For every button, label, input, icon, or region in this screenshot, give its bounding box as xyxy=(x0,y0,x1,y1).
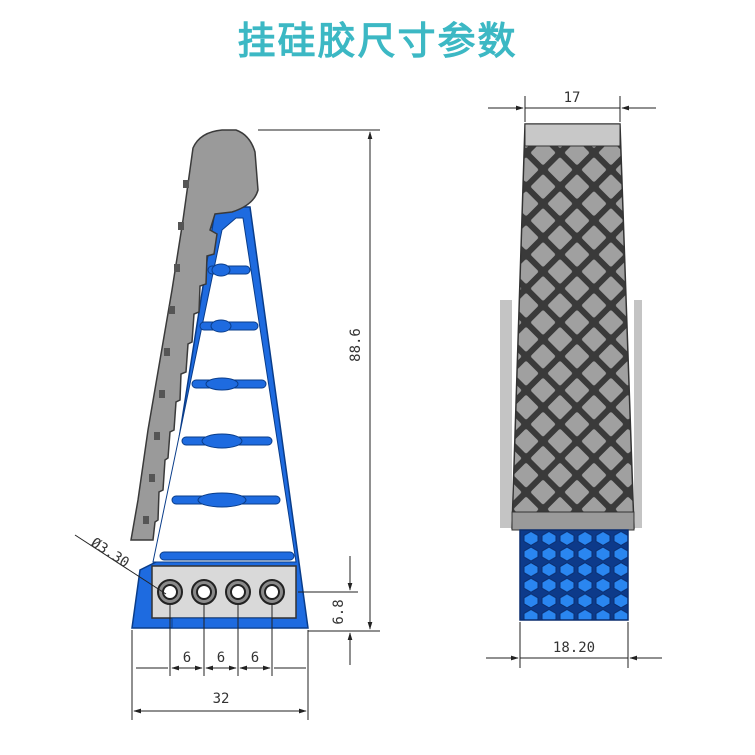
width-dimension xyxy=(131,630,309,720)
hole xyxy=(162,584,178,600)
top-width-dimension xyxy=(488,96,656,122)
hole xyxy=(196,584,212,600)
base-height-label: 6.8 xyxy=(331,599,347,624)
top-width-label: 17 xyxy=(564,90,581,106)
hole-pitch-label: 6 xyxy=(251,650,259,666)
height-label: 88.6 xyxy=(348,328,364,362)
hole-pitch-label: 6 xyxy=(183,650,191,666)
hole xyxy=(230,584,246,600)
base-height-dimension xyxy=(298,556,358,665)
side-view: 17 18.20 xyxy=(486,90,662,668)
hole-diameter-label: Ø3.30 xyxy=(88,535,132,571)
hole xyxy=(264,584,280,600)
gray-side-bottom-band xyxy=(511,511,635,531)
side-shadow-strip xyxy=(500,300,512,528)
gray-side-top-cap xyxy=(524,123,621,147)
gray-side-body xyxy=(511,123,635,529)
height-dimension xyxy=(258,129,380,632)
width-label: 32 xyxy=(213,691,230,707)
diameter-leader xyxy=(74,534,167,595)
base-bottom-strip xyxy=(171,617,273,629)
gray-hook-body xyxy=(130,129,259,541)
page-title: 挂硅胶尺寸参数 xyxy=(237,19,518,63)
hook-notches xyxy=(143,180,189,524)
blue-hex-base xyxy=(519,529,629,621)
holes xyxy=(157,579,285,605)
side-shadow-strip xyxy=(634,300,642,528)
hole-pitch-label: 6 xyxy=(217,650,225,666)
front-view: Ø3.30 88.6 6.8 6 6 6 xyxy=(74,129,380,720)
bottom-width-label: 18.20 xyxy=(553,640,595,656)
hole-pitch-dimension xyxy=(136,604,306,676)
bottom-width-dimension xyxy=(486,622,662,668)
frame-cross-bars xyxy=(159,263,295,561)
